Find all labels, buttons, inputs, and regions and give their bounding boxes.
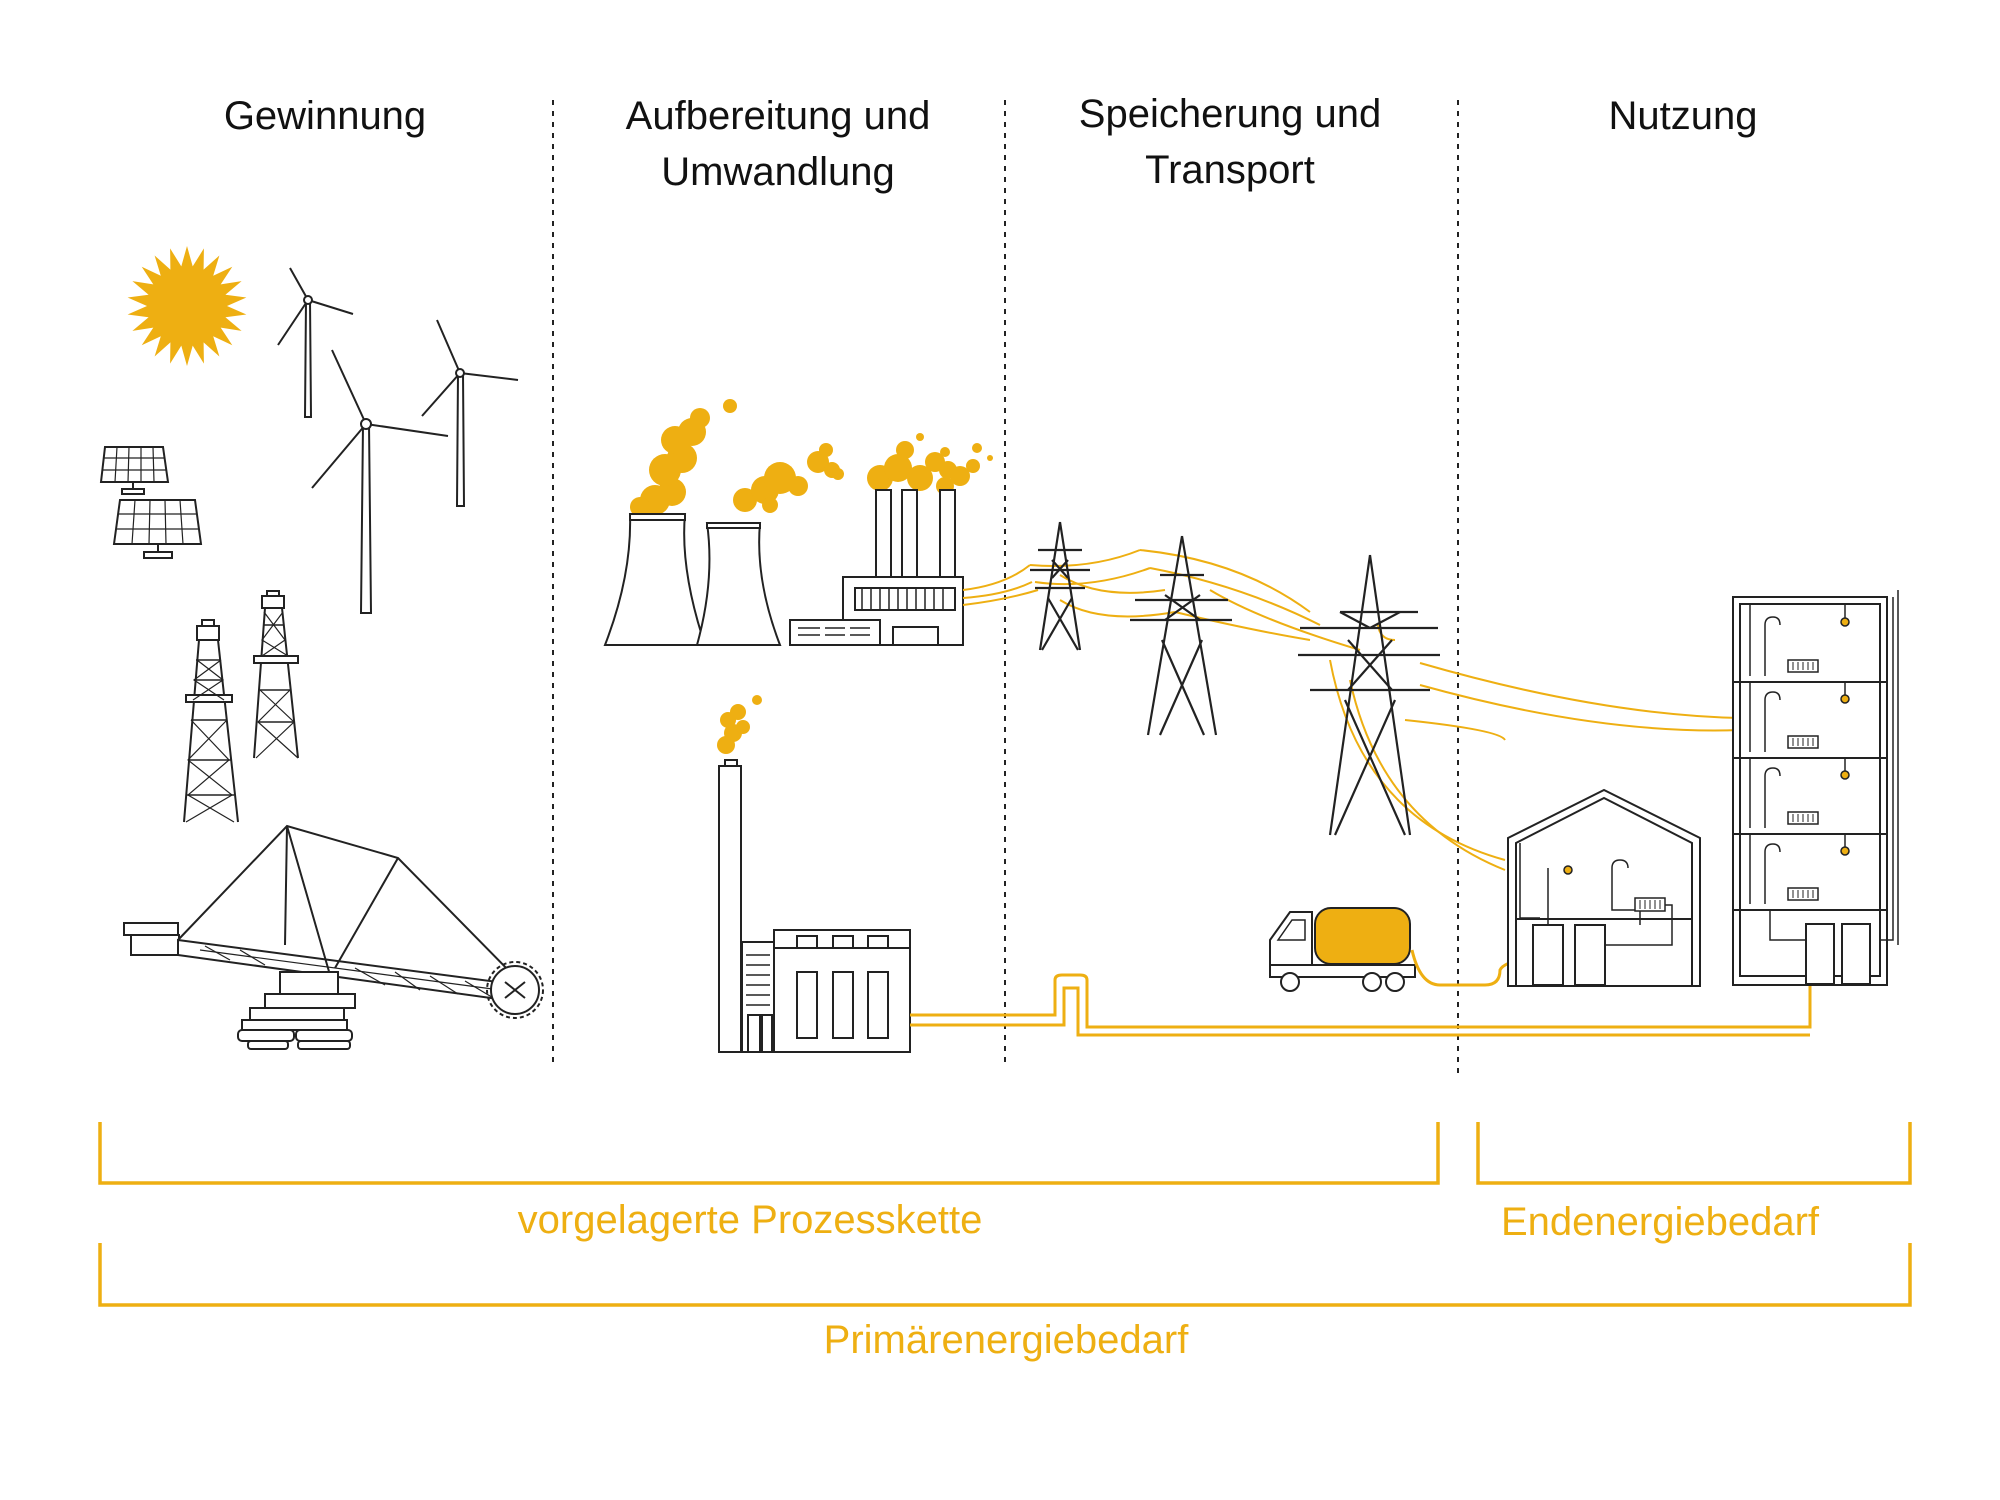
oil-derrick-icon [183, 590, 299, 823]
bracket-primary [98, 1243, 1912, 1307]
house-lamps [1563, 865, 1573, 875]
brackets [98, 1122, 1912, 1307]
label-upstream-chain: vorgelagerte Prozesskette [517, 1198, 983, 1242]
house-icon [1507, 788, 1701, 987]
power-pylon-icon [1030, 521, 1440, 836]
stage-header-aufbereitung-line2: Umwandlung [661, 150, 895, 194]
stage-header-speicherung-line2: Transport [1145, 148, 1315, 192]
stage-header-nutzung-line1: Nutzung [1608, 94, 1758, 138]
apartment-building-icon [1732, 590, 1899, 986]
bracket-upstream [98, 1122, 1440, 1185]
tanker-truck-icon [1269, 907, 1416, 992]
label-primary-energy: Primärenergiebedarf [823, 1318, 1189, 1362]
stage-header-gewinnung-line1: Gewinnung [223, 94, 427, 138]
stage-header-aufbereitung-line1: Aufbereitung und [625, 94, 931, 138]
label-final-energy: Endenergiebedarf [1500, 1200, 1820, 1244]
power-lines [962, 549, 1741, 871]
solar-panel-icon [99, 446, 203, 559]
cooling-tower-icon [603, 513, 782, 646]
wind-turbine-icon [277, 267, 519, 614]
sun-icon [127, 246, 247, 366]
chimney-plant-icon [718, 759, 911, 1053]
stage-header-speicherung: Speicherung und Transport [1030, 86, 1430, 198]
apartment-lamps [1840, 617, 1850, 856]
stage-header-aufbereitung: Aufbereitung und Umwandlung [578, 88, 978, 200]
stage-header-speicherung-line1: Speicherung und [1078, 92, 1382, 136]
stage-separators [552, 100, 1459, 1078]
bucket-wheel-excavator-icon [123, 824, 544, 1050]
power-plant-icon [789, 489, 964, 646]
stage-header-nutzung: Nutzung [1483, 88, 1883, 144]
stage-header-gewinnung: Gewinnung [125, 88, 525, 144]
smoke-plumes [630, 399, 993, 754]
bracket-final [1476, 1122, 1912, 1185]
